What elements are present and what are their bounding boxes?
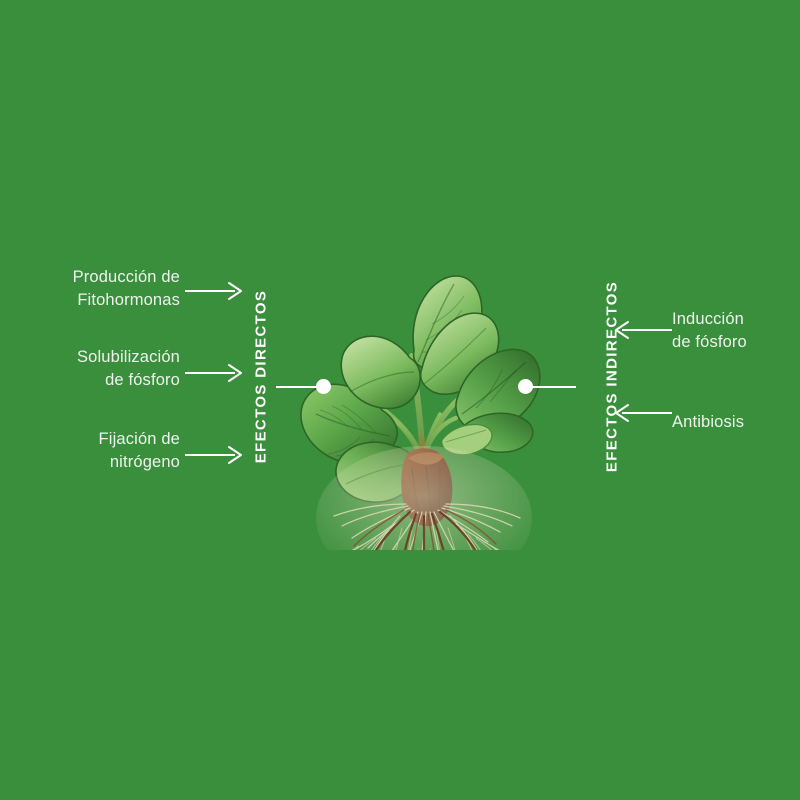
- effect-label-fitohormonas: Producción de Fitohormonas: [72, 268, 180, 310]
- effect-label-induccion-fosforo: Inducción de fósforo: [672, 310, 747, 352]
- left-connector-line: [276, 386, 322, 389]
- arrow-right-icon-1: [185, 278, 245, 304]
- heading-efectos-directos: EFECTOS DIRECTOS: [252, 289, 270, 464]
- left-connector-dot: [316, 379, 331, 394]
- left-connector: [276, 379, 332, 395]
- strawberry-plant-image: [290, 228, 552, 550]
- arrow-left-icon-2: [612, 400, 672, 426]
- arrow-right-icon-2: [185, 360, 245, 386]
- arrow-left-icon-1: [612, 317, 672, 343]
- right-connector-dot: [518, 379, 533, 394]
- arrow-right-icon-3: [185, 442, 245, 468]
- right-connector: [518, 379, 576, 395]
- effect-label-fijacion-nitrogeno: Fijación de nitrógeno: [98, 430, 180, 472]
- effect-label-solubilizacion-fosforo: Solubilización de fósforo: [77, 348, 180, 390]
- heading-efectos-indirectos: EFECTOS INDIRECTOS: [603, 280, 621, 473]
- right-connector-line: [530, 386, 576, 389]
- effect-label-antibiosis: Antibiosis: [672, 413, 745, 431]
